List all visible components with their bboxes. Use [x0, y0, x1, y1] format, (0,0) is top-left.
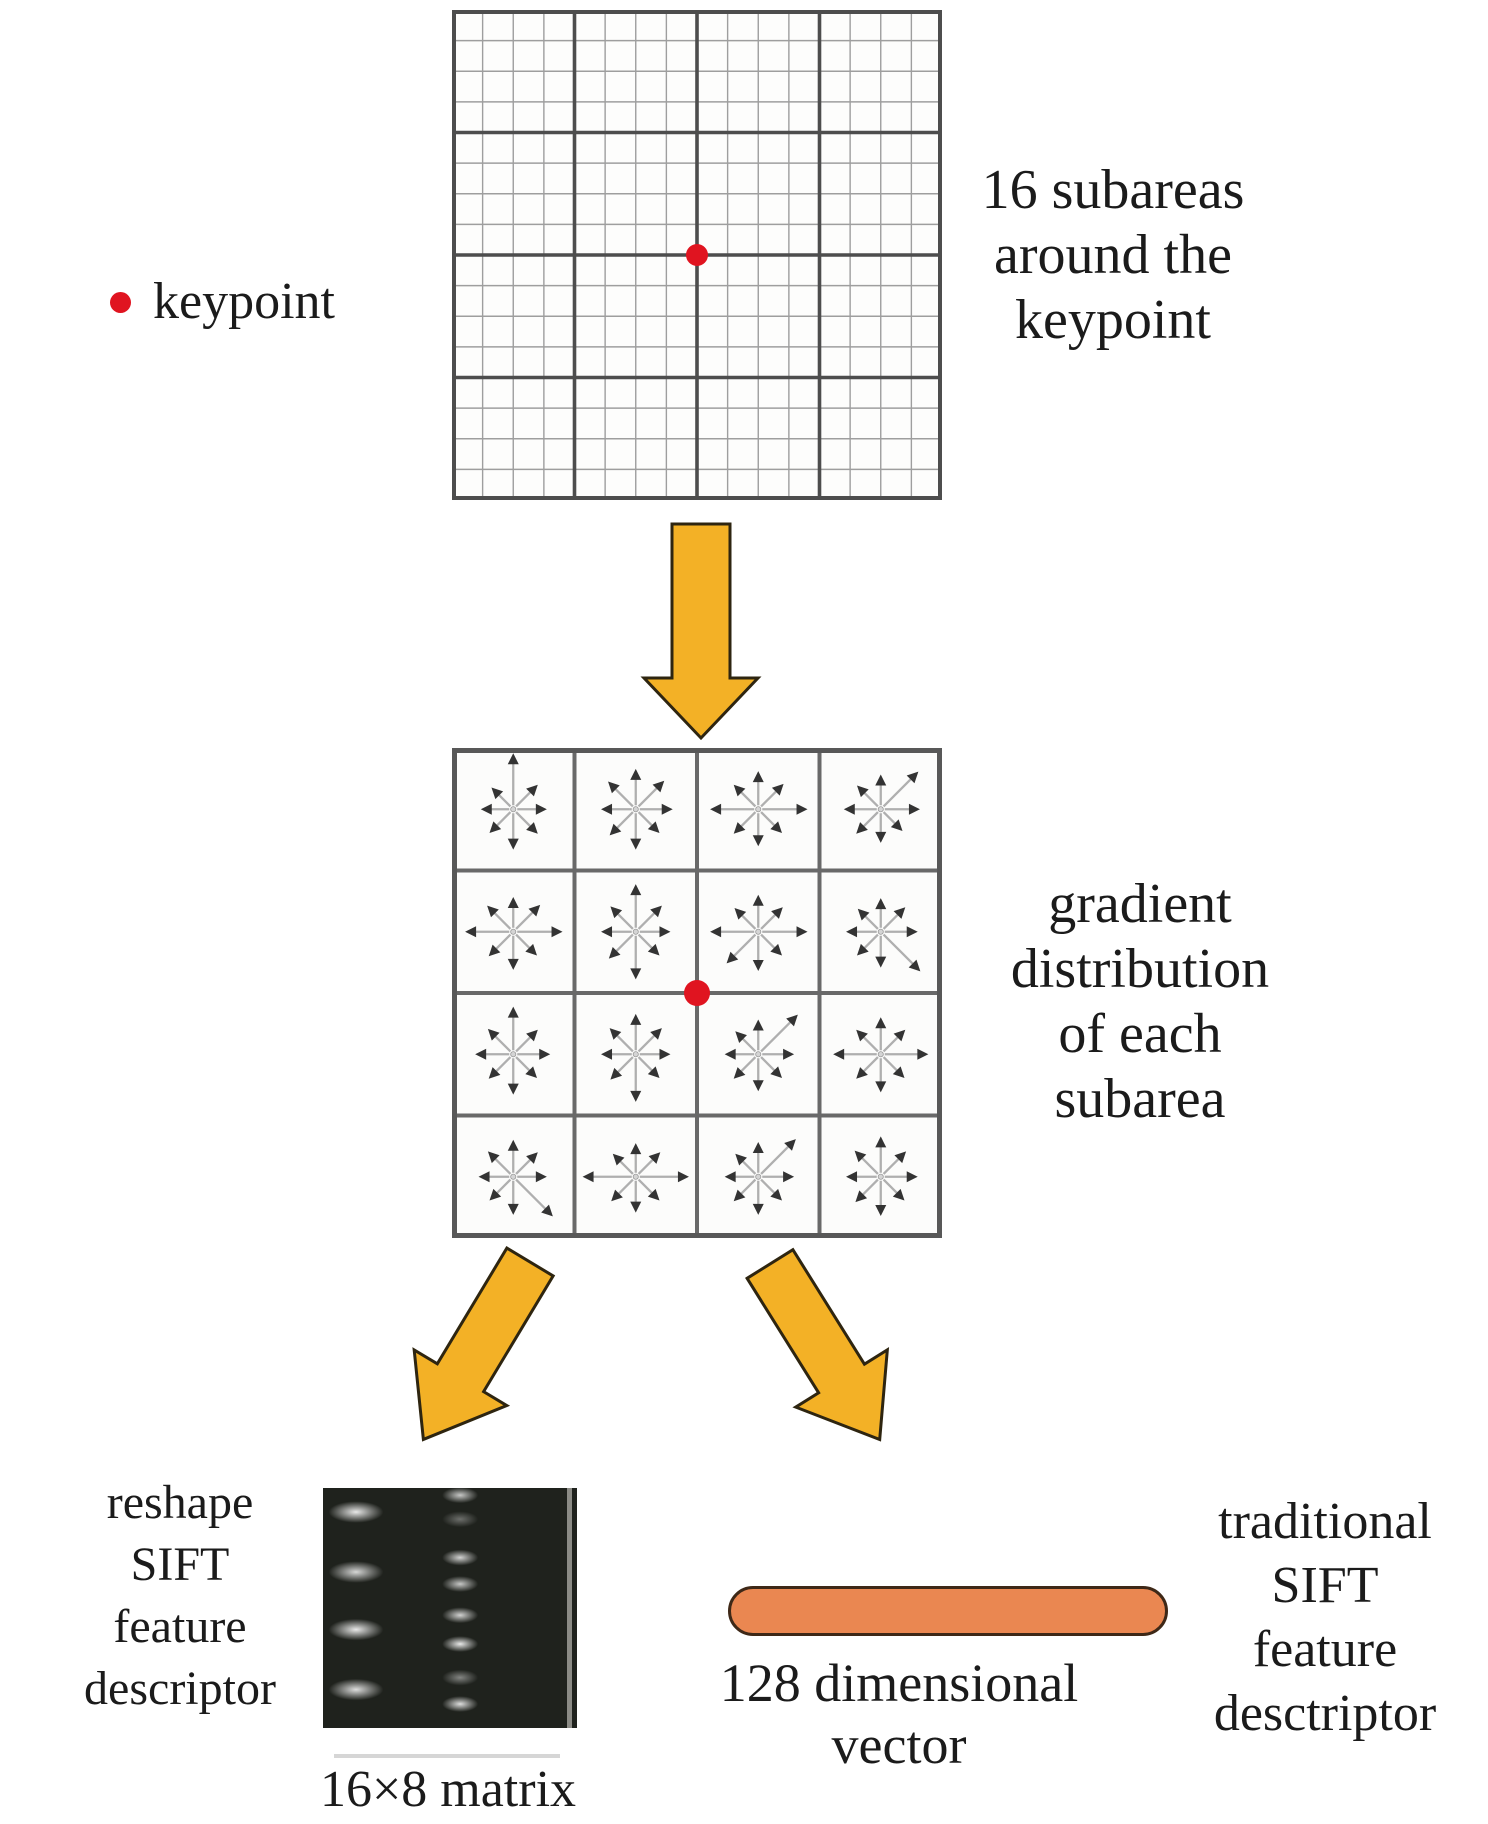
gradient-star-icon [710, 894, 808, 971]
gradient-star-icon [480, 753, 547, 850]
subareas-label: 16 subareas around the keypoint [981, 159, 1245, 351]
reshaped-matrix-image [323, 1488, 577, 1728]
gradient-star-icon [846, 898, 921, 972]
reshape-descriptor-label: reshape SIFT feature descriptor [84, 1476, 276, 1715]
subareas-grid [452, 10, 942, 500]
gradient-star-icon [710, 771, 808, 847]
gradient-star-icon [843, 771, 920, 843]
flow-arrow-down-icon [640, 522, 762, 741]
keypoint-legend: keypoint [110, 276, 335, 328]
vector-caption: 128 dimensional vector [719, 1653, 1079, 1775]
matrix-caption: 16×8 matrix [319, 1761, 577, 1818]
gradient-star-icon [601, 768, 673, 850]
flow-arrow-down-left-icon [412, 1246, 556, 1442]
gradient-distribution-grid [452, 748, 942, 1238]
gradient-star-icon [833, 1017, 929, 1093]
matrix-underline [334, 1754, 560, 1758]
gradient-star-icon [601, 884, 671, 980]
flow-arrow-down-right-icon [745, 1247, 890, 1442]
keypoint-dot-icon [684, 980, 710, 1006]
gradient-distribution-label: gradient distribution of each subarea [1010, 873, 1270, 1130]
gradient-star-icon [846, 1136, 918, 1216]
vector-bar [728, 1586, 1168, 1636]
gradient-star-icon [724, 1139, 796, 1215]
traditional-descriptor-label: traditional SIFT feature desctriptor [1213, 1493, 1437, 1742]
gradient-star-icon [478, 1139, 553, 1217]
keypoint-dot-icon [686, 244, 708, 266]
matrix-edge-line [566, 1488, 572, 1728]
keypoint-legend-label: keypoint [153, 273, 335, 330]
keypoint-dot-icon [110, 291, 131, 313]
